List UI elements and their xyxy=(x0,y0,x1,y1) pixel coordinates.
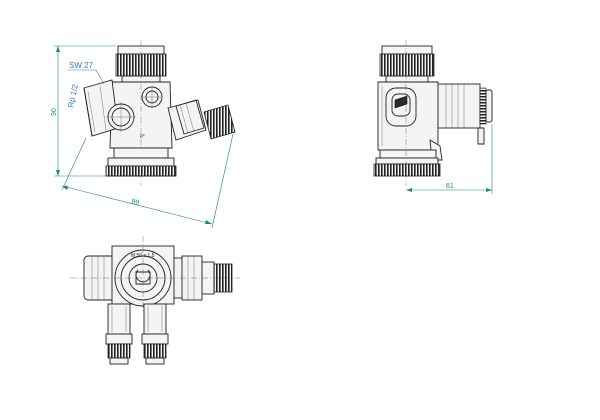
width-dimension-value: 61 xyxy=(446,183,454,190)
top-bottom-pipe-right xyxy=(141,303,169,365)
side-cap-knurl xyxy=(379,53,435,77)
front-base-knurl xyxy=(105,165,177,177)
diagonal-dimension-value: 99 xyxy=(131,198,140,207)
diagonal-dimension-line xyxy=(61,185,213,225)
front-outlet-knurl xyxy=(203,104,236,140)
side-base-knurl xyxy=(373,163,441,177)
top-view: M 50 x 1,5 xyxy=(70,236,240,365)
side-cap-top xyxy=(381,45,433,55)
thread-label: Rp 1/2 xyxy=(66,83,80,108)
front-base-collar xyxy=(107,157,175,167)
height-dimension-value: 90 xyxy=(51,108,58,116)
side-front-port xyxy=(385,87,417,127)
front-view: 0° SW 27 Rp 1/2 90 99 xyxy=(51,40,236,229)
top-bottom-pipe-left xyxy=(105,303,133,365)
side-view: 61 xyxy=(373,40,493,194)
side-outlet-knurl xyxy=(479,87,487,125)
cap-marking: M 50 x 1,5 xyxy=(131,253,155,259)
side-base-collar xyxy=(375,157,439,165)
front-angle-mark: 0° xyxy=(140,134,145,140)
wrench-size-label: SW 27 xyxy=(69,61,94,70)
side-right-outlet xyxy=(437,83,481,129)
